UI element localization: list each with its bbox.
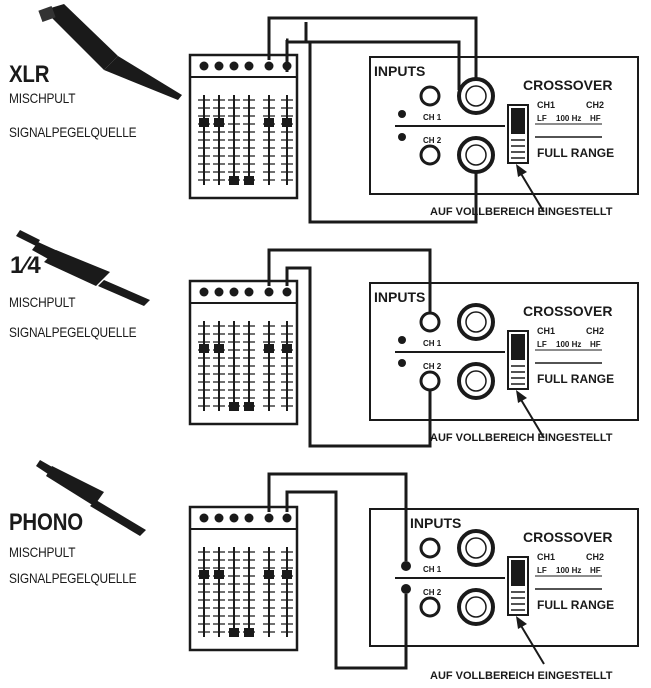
full-range-label: FULL RANGE bbox=[537, 372, 614, 386]
cables bbox=[267, 16, 478, 224]
mixer-icon bbox=[188, 279, 299, 426]
mixer-icon bbox=[188, 53, 299, 200]
cables bbox=[267, 248, 432, 448]
amplifier-panel: INPUTS CH 1 CH 2 CROSSOVER CH1 CH2 LF 10… bbox=[369, 282, 639, 421]
crossover-ch1: CH1 bbox=[537, 100, 555, 110]
crossover-ch2: CH2 bbox=[586, 326, 604, 336]
arrow-icon bbox=[516, 164, 545, 213]
wiring-diagram-xlr: INPUTS CH 1 CH 2 CROSSOVER CH1 CH2 LF 10… bbox=[38, 4, 639, 224]
crossover-ch1: CH1 bbox=[537, 552, 555, 562]
full-range-label: FULL RANGE bbox=[537, 146, 614, 160]
crossover-lf: LF bbox=[537, 114, 547, 123]
connector-type-label: PHONO bbox=[9, 509, 83, 536]
crossover-hf: HF bbox=[590, 340, 601, 349]
cables bbox=[267, 472, 408, 670]
rca-phono-plug-icon bbox=[36, 460, 146, 536]
ch1-label: CH 1 bbox=[423, 565, 442, 574]
mixer-icon bbox=[188, 505, 299, 652]
inputs-label: INPUTS bbox=[374, 63, 425, 79]
connector-type-label: 1⁄4 bbox=[10, 252, 41, 279]
arrow-icon bbox=[516, 616, 545, 665]
wiring-diagram-phono: INPUTS CH 1 CH 2 CROSSOVER CH1 CH2 LF 10… bbox=[36, 460, 639, 670]
wiring-diagram-quarter-inch: INPUTS CH 1 CH 2 CROSSOVER CH1 CH2 LF 10… bbox=[16, 230, 639, 448]
crossover-hf: HF bbox=[590, 114, 601, 123]
source-label: SIGNALPEGELQUELLE bbox=[9, 124, 137, 140]
source-label: SIGNALPEGELQUELLE bbox=[9, 570, 137, 586]
crossover-lf: LF bbox=[537, 340, 547, 349]
crossover-ch1: CH1 bbox=[537, 326, 555, 336]
section-phono: INPUTS CH 1 CH 2 CROSSOVER CH1 CH2 LF 10… bbox=[0, 452, 651, 682]
crossover-ch2: CH2 bbox=[586, 100, 604, 110]
ch1-label: CH 1 bbox=[423, 339, 442, 348]
full-range-note: AUF VOLLBEREICH EINGESTELLT bbox=[430, 432, 613, 444]
full-range-note: AUF VOLLBEREICH EINGESTELLT bbox=[430, 206, 613, 218]
full-range-label: FULL RANGE bbox=[537, 598, 614, 612]
crossover-ch2: CH2 bbox=[586, 552, 604, 562]
xlr-plug-icon bbox=[38, 4, 182, 100]
arrow-icon bbox=[516, 390, 545, 439]
ch1-label: CH 1 bbox=[423, 113, 442, 122]
ch2-label: CH 2 bbox=[423, 136, 442, 145]
full-range-note: AUF VOLLBEREICH EINGESTELLT bbox=[430, 670, 613, 682]
mixer-label: MISCHPULT bbox=[9, 90, 76, 106]
amplifier-panel: INPUTS CH 1 CH 2 CROSSOVER CH1 CH2 LF 10… bbox=[369, 508, 639, 647]
section-quarter-inch: INPUTS CH 1 CH 2 CROSSOVER CH1 CH2 LF 10… bbox=[0, 226, 651, 450]
inputs-label: INPUTS bbox=[410, 515, 461, 531]
crossover-lf: LF bbox=[537, 566, 547, 575]
amplifier-panel: INPUTS CH 1 CH 2 CROSSOVER CH1 CH2 LF 10… bbox=[369, 56, 639, 195]
crossover-label: CROSSOVER bbox=[523, 303, 612, 319]
mixer-label: MISCHPULT bbox=[9, 294, 76, 310]
mixer-label: MISCHPULT bbox=[9, 544, 76, 560]
ch2-label: CH 2 bbox=[423, 588, 442, 597]
ch2-label: CH 2 bbox=[423, 362, 442, 371]
crossover-label: CROSSOVER bbox=[523, 77, 612, 93]
connector-type-label: XLR bbox=[9, 61, 50, 88]
crossover-freq: 100 Hz bbox=[556, 114, 581, 123]
quarter-inch-plug-icon bbox=[16, 230, 150, 306]
crossover-label: CROSSOVER bbox=[523, 529, 612, 545]
source-label: SIGNALPEGELQUELLE bbox=[9, 324, 137, 340]
crossover-freq: 100 Hz bbox=[556, 566, 581, 575]
section-xlr: INPUTS CH 1 CH 2 CROSSOVER CH1 CH2 LF 10… bbox=[0, 0, 651, 224]
crossover-hf: HF bbox=[590, 566, 601, 575]
inputs-label: INPUTS bbox=[374, 289, 425, 305]
crossover-freq: 100 Hz bbox=[556, 340, 581, 349]
